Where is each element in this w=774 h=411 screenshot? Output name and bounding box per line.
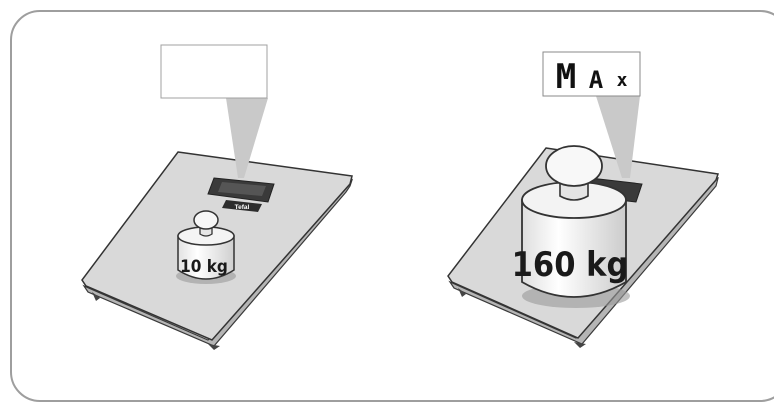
small-weight-knob bbox=[194, 211, 218, 229]
left-brand-label: Tefal bbox=[235, 204, 250, 211]
right-scale-group: M A x 160 kg bbox=[448, 52, 718, 348]
left-display-callout bbox=[161, 45, 267, 98]
left-scale-group: Tefal 10 kg bbox=[82, 45, 352, 350]
big-weight-knob bbox=[546, 146, 602, 186]
big-weight-label: 160 kg bbox=[512, 245, 629, 285]
lcd-glyph-x: x bbox=[617, 70, 628, 91]
lcd-glyph-m: M bbox=[556, 57, 576, 97]
lcd-glyph-a: A bbox=[589, 66, 604, 94]
small-weight-label: 10 kg bbox=[180, 257, 228, 277]
